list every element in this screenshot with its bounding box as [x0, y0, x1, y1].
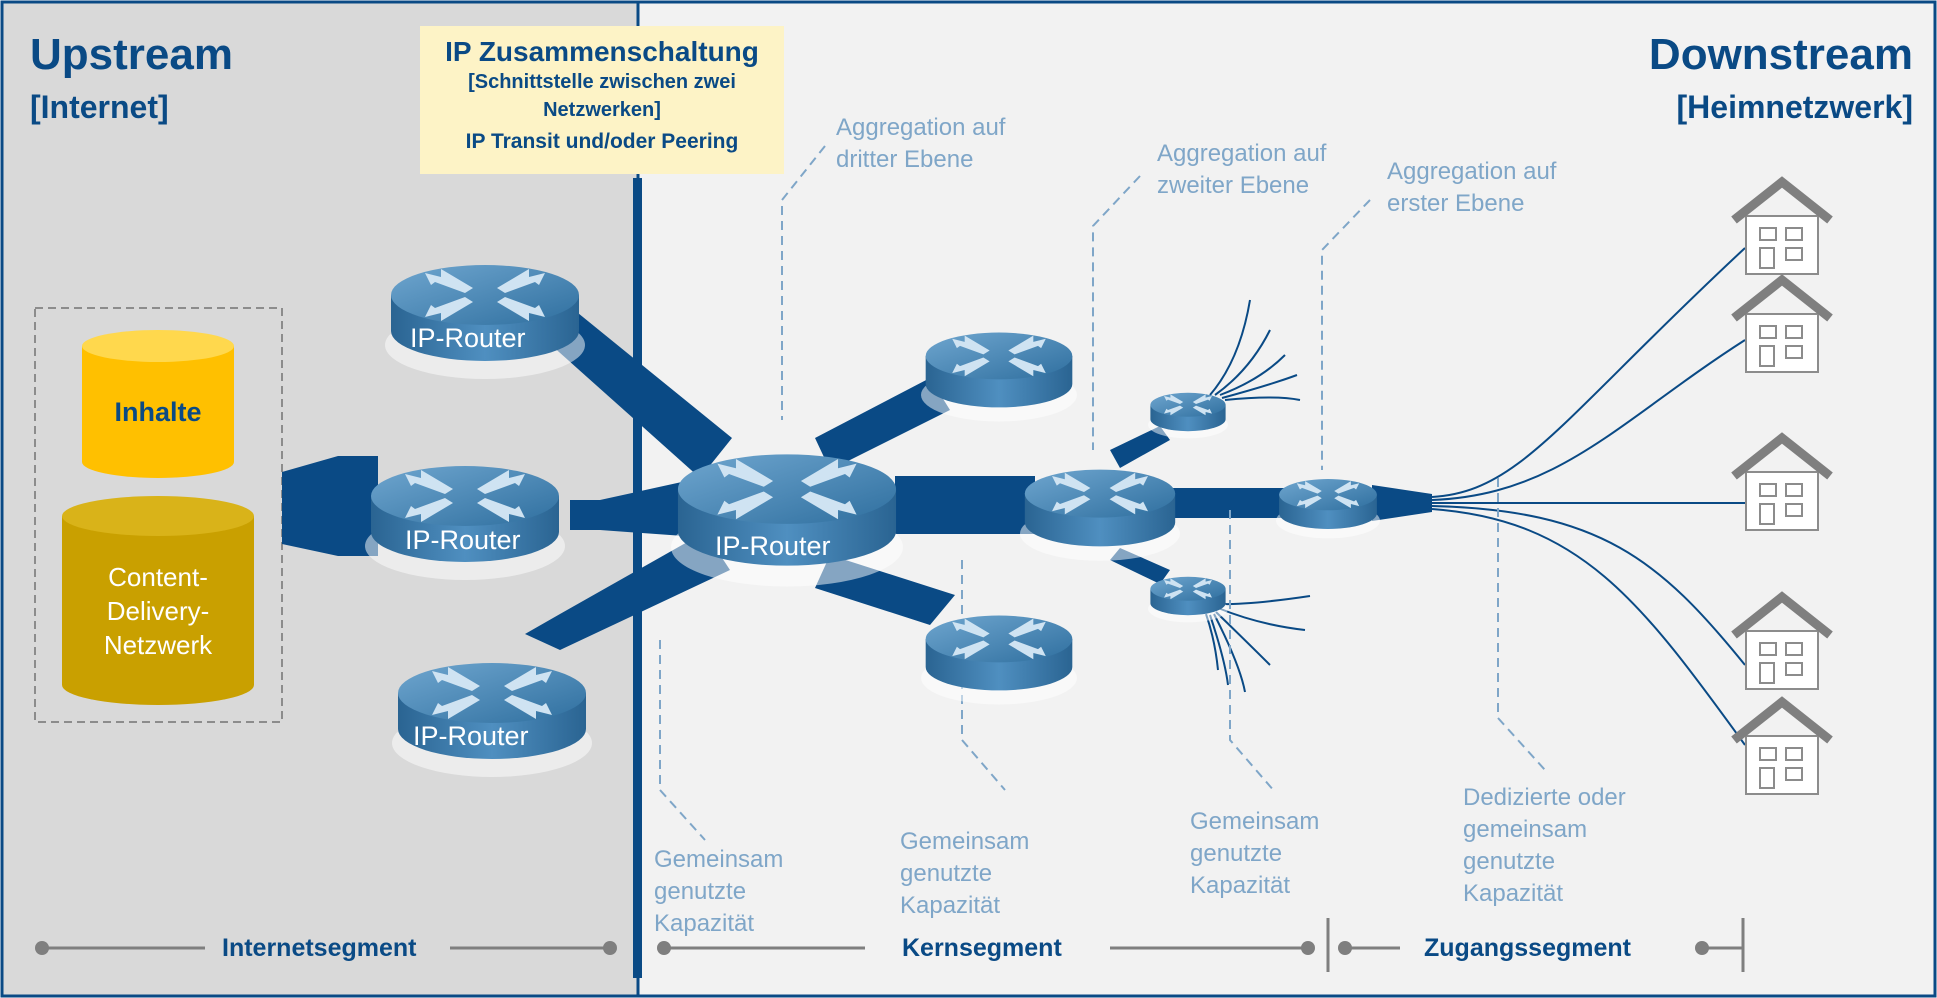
inhalte-database-icon: [82, 330, 234, 478]
annotation-shared-2-line-1: Gemeinsam: [900, 828, 1030, 855]
annotation-dedicated-line-2: gemeinsam: [1463, 816, 1588, 843]
router-icon-agg3-bottom: [921, 615, 1077, 705]
annotation-shared-3-line-3: Kapazität: [1190, 872, 1291, 899]
router-icon-core: [671, 454, 903, 587]
home-lines: [1431, 247, 1746, 746]
router-icon-agg2-bottom: [1148, 576, 1228, 623]
annotation-agg1-line-2: erster Ebene: [1387, 190, 1525, 217]
segment-bars: [42, 918, 1745, 972]
router-icon-agg2: [1020, 469, 1180, 561]
router-icon-agg3-top: [921, 332, 1077, 422]
annotation-agg2: Aggregation auf zweiter Ebene: [1157, 138, 1326, 202]
annotation-shared-1-line-2: genutzte: [654, 878, 747, 905]
annotation-shared-2: Gemeinsam genutzte Kapazität: [900, 826, 1029, 922]
router-label-core: IP-Router: [715, 531, 831, 561]
annotation-agg2-line-1: Aggregation auf: [1157, 140, 1327, 167]
cdn-label: Content- Delivery- Netzwerk: [62, 560, 254, 662]
router-icon-agg2-top: [1148, 392, 1228, 439]
upstream-subtitle: [Internet]: [30, 89, 169, 125]
annotation-agg1: Aggregation auf erster Ebene: [1387, 156, 1556, 220]
annotation-agg1-line-1: Aggregation auf: [1387, 158, 1557, 185]
cdn-label-line-2: Delivery-: [106, 596, 210, 626]
annotation-shared-2-line-3: Kapazität: [900, 892, 1001, 919]
router-icon-agg1: [1276, 479, 1380, 539]
segment-core: Kernsegment: [902, 934, 1062, 962]
router-icon-internet-2: [365, 466, 565, 580]
segment-internet: Internetsegment: [222, 934, 417, 962]
annotation-dedicated-line-1: Dedizierte oder: [1463, 784, 1626, 811]
cdn-database-icon: [62, 496, 254, 705]
annotation-dedicated-line-3: genutzte: [1463, 848, 1556, 875]
annotation-agg3-line-2: dritter Ebene: [836, 146, 974, 173]
cdn-label-line-3: Netzwerk: [103, 630, 213, 660]
callout-subtitle: [Schnittstelle zwischen zwei Netzwerken]: [468, 71, 736, 121]
cdn-label-line-1: Content-: [108, 562, 208, 592]
segment-dots: [35, 941, 1709, 955]
router-label-internet-3: IP-Router: [413, 721, 529, 751]
segment-access: Zugangssegment: [1424, 934, 1631, 962]
annotation-shared-2-line-2: genutzte: [900, 860, 993, 887]
annotation-shared-1-line-1: Gemeinsam: [654, 846, 784, 873]
annotation-shared-1: Gemeinsam genutzte Kapazität: [654, 844, 783, 940]
inhalte-label: Inhalte: [114, 397, 202, 427]
content-box: [34, 307, 283, 723]
annotation-agg2-line-2: zweiter Ebene: [1157, 172, 1310, 199]
downstream-title: Downstream: [1648, 30, 1913, 79]
annotation-dedicated-line-4: Kapazität: [1463, 880, 1564, 907]
annotation-shared-3-line-1: Gemeinsam: [1190, 808, 1320, 835]
callout-note: IP Transit und/oder Peering: [465, 130, 739, 153]
annotation-shared-3: Gemeinsam genutzte Kapazität: [1190, 806, 1319, 902]
upstream-title: Upstream: [30, 30, 233, 79]
annotation-shared-1-line-3: Kapazität: [654, 910, 755, 937]
downstream-subtitle: [Heimnetzwerk]: [1676, 89, 1914, 125]
annotation-dedicated: Dedizierte oder gemeinsam genutzte Kapaz…: [1463, 782, 1626, 910]
annotation-agg3-line-1: Aggregation auf: [836, 114, 1006, 141]
interconnection-callout: IP Zusammenschaltung [Schnittstelle zwis…: [420, 26, 784, 174]
annotation-shared-3-line-2: genutzte: [1190, 840, 1283, 867]
router-label-internet-1: IP-Router: [410, 323, 526, 353]
router-label-internet-2: IP-Router: [405, 525, 521, 555]
annotation-agg3: Aggregation auf dritter Ebene: [836, 112, 1005, 176]
callout-title: IP Zusammenschaltung: [445, 36, 759, 67]
